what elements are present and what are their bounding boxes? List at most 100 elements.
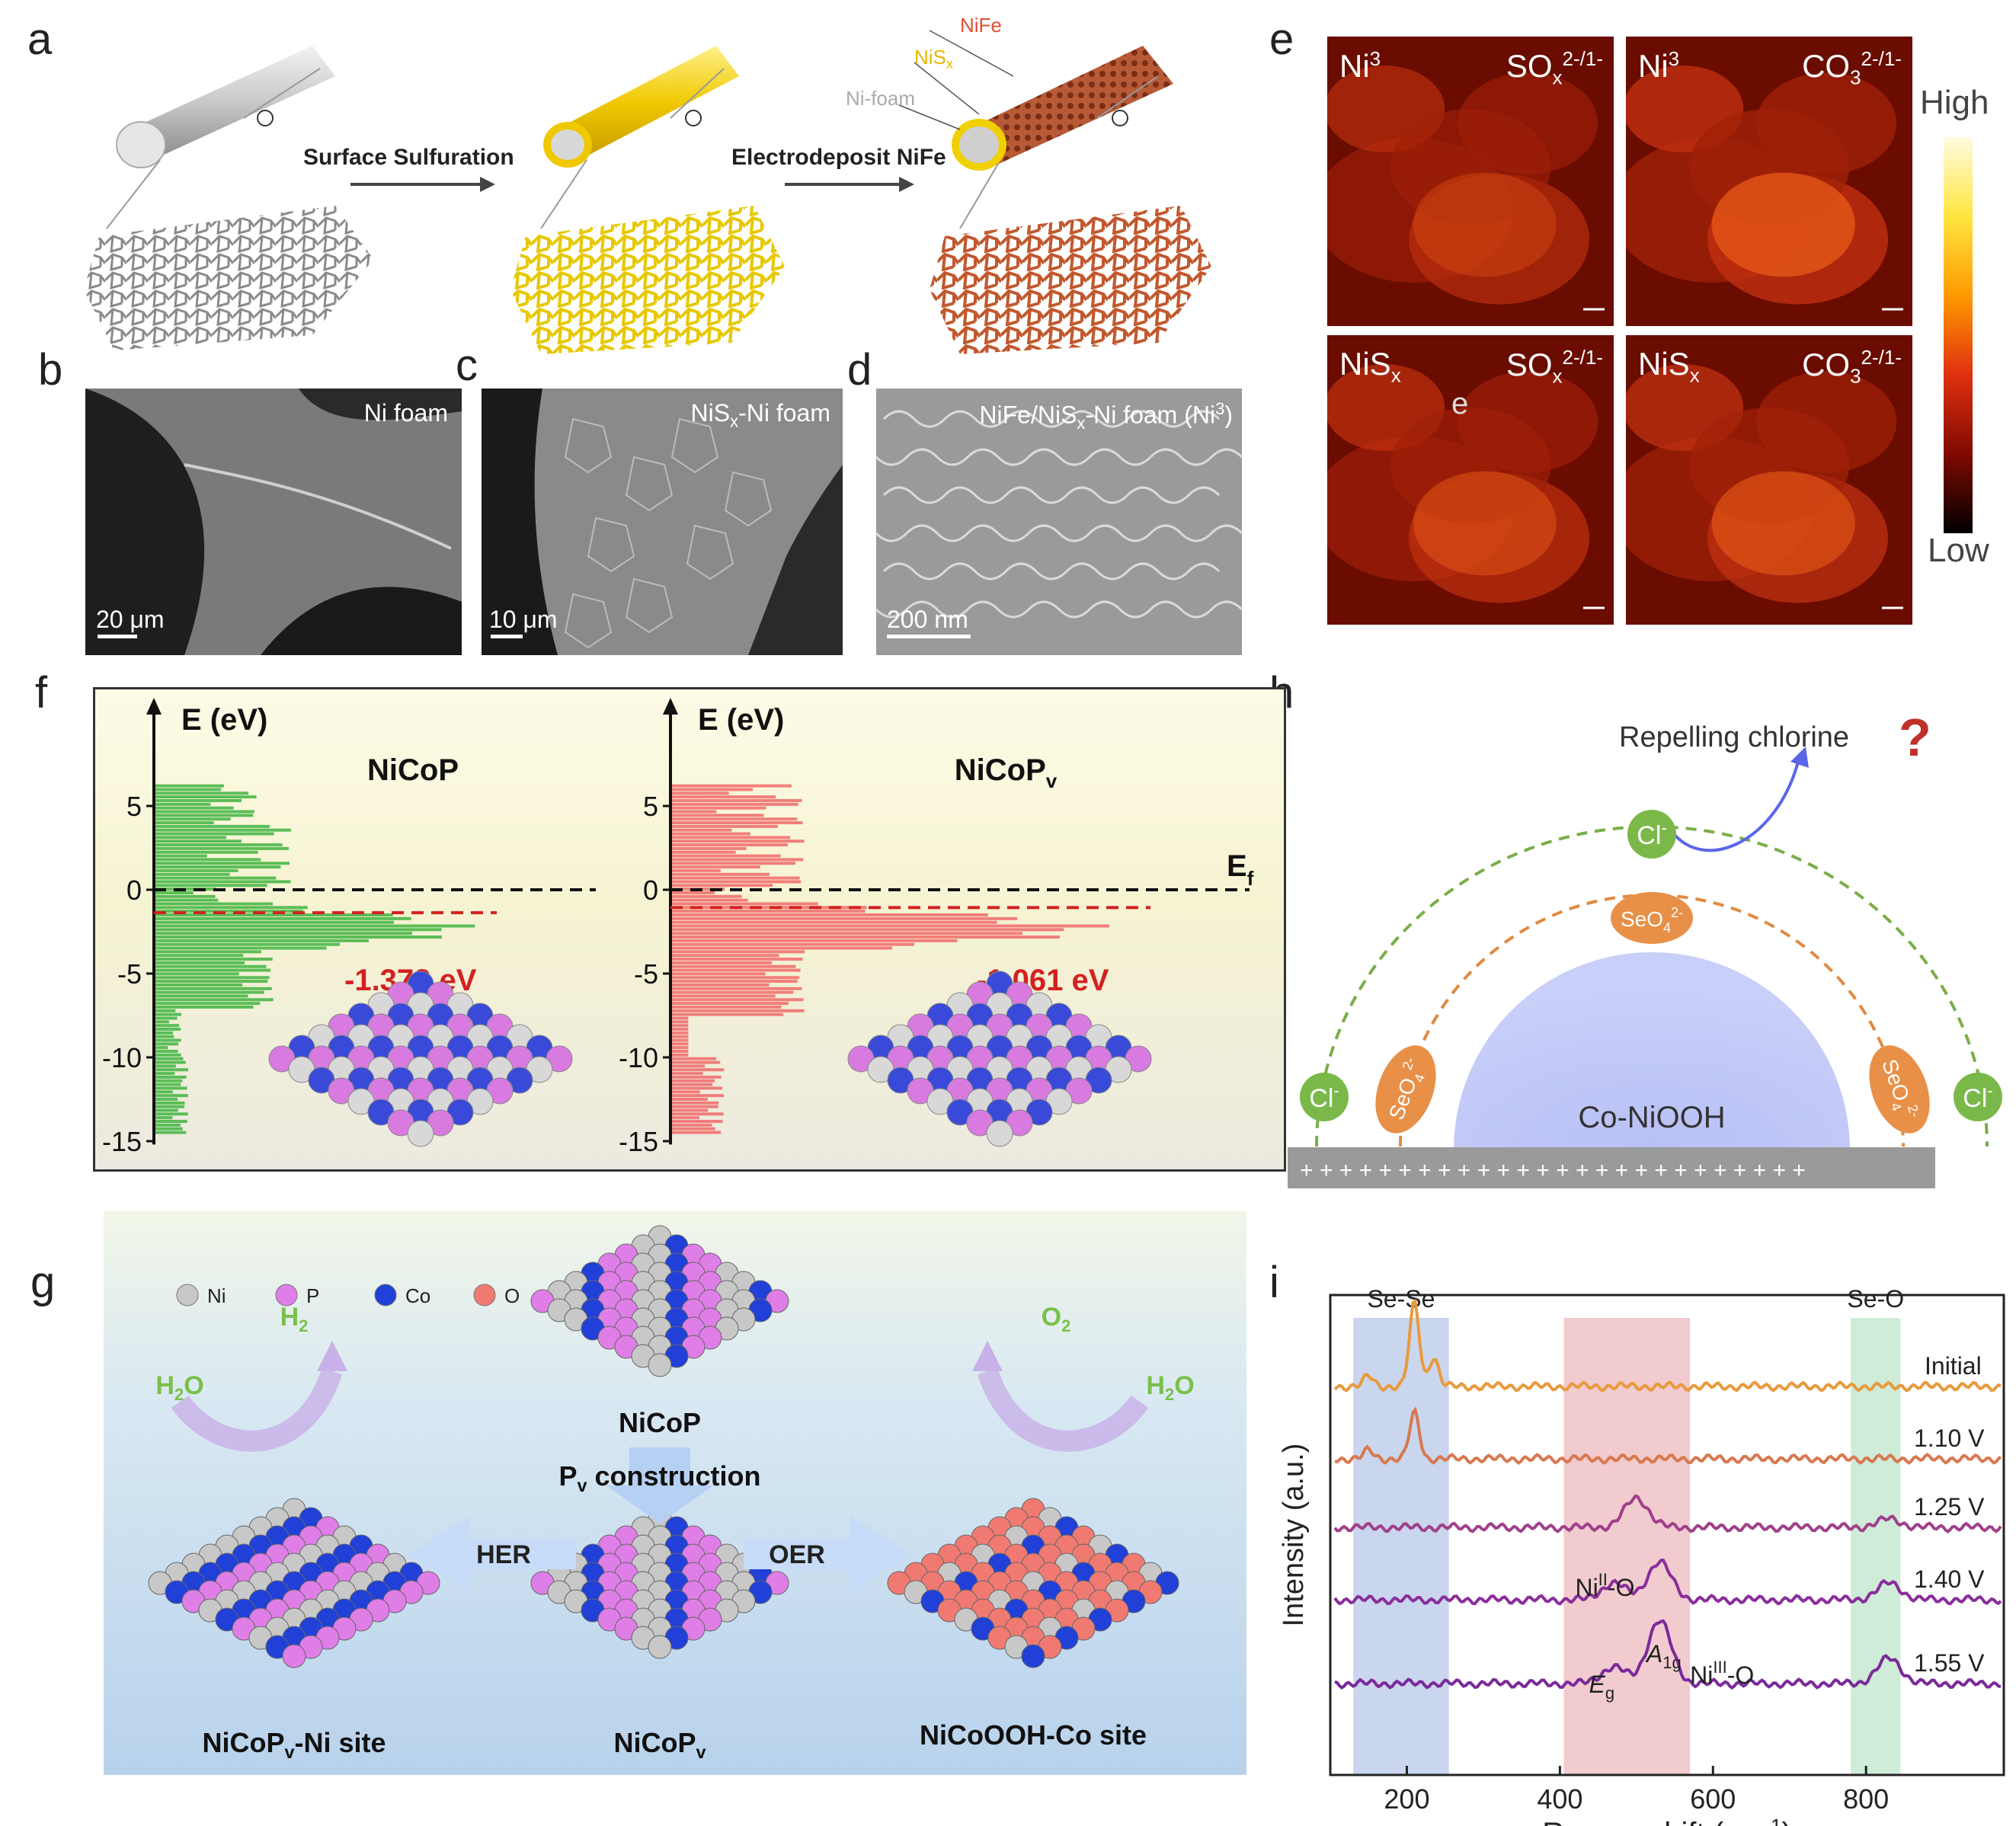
map-species-label: SOx2-/1- [1506, 47, 1603, 89]
her-curve-arrow [171, 1367, 343, 1452]
x-tick-label: 400 [1537, 1783, 1582, 1815]
dos-bar [670, 1020, 689, 1024]
y-axis-label: E (eV) [181, 703, 267, 737]
dos-bar [670, 865, 760, 869]
dos-bar [670, 854, 781, 858]
label-h2: H2 [280, 1303, 309, 1335]
map-species-label: CO32-/1- [1802, 346, 1902, 388]
dos-bar [670, 1016, 689, 1020]
dos-bar [154, 1101, 185, 1105]
dos-bar [154, 913, 393, 916]
repel-arrow [1667, 761, 1800, 852]
dos-bar [154, 1120, 187, 1124]
dos-bar [670, 898, 748, 902]
sem-d-label: NiFe/NiSx-Ni foam (Ni3) [979, 399, 1233, 433]
dos-bar [154, 1123, 181, 1127]
dos-bar [154, 784, 224, 788]
dos-bar [154, 788, 222, 791]
series-label: 1.55 V [1914, 1649, 1985, 1677]
y-tick-label: 5 [126, 791, 142, 822]
crystal-nicopv-ni [148, 1498, 440, 1668]
dos-bar [154, 1082, 181, 1086]
dos-bar [670, 858, 804, 862]
dos-bar [670, 832, 750, 836]
label-nicopv-ni-site: NiCoPv-Ni site [202, 1727, 386, 1762]
y-tick-label: 0 [126, 875, 142, 906]
dos-bar [154, 1127, 183, 1130]
dos-bar [670, 868, 721, 872]
oer-curve-arrow [977, 1367, 1149, 1452]
dos-bar [670, 1028, 689, 1031]
dos-bar [670, 1075, 722, 1079]
legend-label: Ni [207, 1284, 226, 1307]
dos-bar [154, 924, 475, 928]
dos-bar [670, 1127, 715, 1130]
dos-bar [670, 884, 773, 887]
dos-bar [154, 998, 274, 1002]
dos-bar [154, 850, 258, 854]
nife-mesh [930, 206, 1211, 354]
legend-label: P [306, 1284, 319, 1307]
cl-ion-top: Cl- [1627, 810, 1676, 859]
sem-d-scale: 200 nm [887, 606, 968, 633]
dos-bar [154, 961, 245, 964]
seo4-ion-right: SeO42- [1869, 1045, 1930, 1134]
raman-series-line [1333, 1559, 2002, 1606]
dos-bar [154, 1031, 173, 1035]
dos-bar [154, 1086, 187, 1090]
dos-bar [154, 868, 238, 872]
legend-swatch [374, 1284, 397, 1306]
highlight-band [1851, 1318, 1901, 1775]
dos-bar [670, 802, 798, 806]
dos-bar [670, 836, 791, 839]
dos-bar [154, 1006, 254, 1009]
dos-bar [670, 990, 794, 994]
dos-bar [670, 994, 776, 998]
dos-bar [670, 928, 1064, 932]
crystal-structure [268, 971, 573, 1147]
dos-bar [670, 824, 778, 828]
dos-bar [154, 894, 216, 898]
map-element-label: NiSx [1339, 346, 1401, 387]
dos-bar [154, 876, 277, 880]
dos-bar [154, 836, 227, 839]
sem-image-b: Ni foam 20 μm [85, 389, 462, 655]
cl-ion-right: Cl- [1954, 1073, 2002, 1121]
dos-bar [670, 968, 801, 972]
dos-bar [670, 1108, 709, 1112]
panel-h-schematic: Repelling chlorine ? Co-NiOOH + + + + + … [1288, 708, 2002, 1188]
dos-bar [154, 891, 194, 894]
dos-bar [670, 964, 796, 968]
dos-bars-2 [670, 784, 1109, 1134]
dos-bar [154, 946, 327, 950]
series-label: 1.40 V [1914, 1565, 1985, 1593]
dos-bar [154, 872, 230, 876]
dos-bars-1 [154, 784, 475, 1134]
inner-arc [1399, 894, 1905, 1147]
dos-bar [154, 976, 270, 980]
panel-label-b: b [38, 345, 63, 395]
map-element-label: Ni3 [1638, 47, 1680, 84]
sem-b-scale: 20 μm [96, 606, 165, 633]
dos-bar [154, 810, 254, 814]
dos-title: NiCoPv [955, 753, 1058, 792]
step-electrodeposit: Electrodeposit NiFe [731, 145, 946, 170]
dos-bar [154, 1108, 178, 1112]
label-nicopv: NiCoPv [613, 1727, 706, 1762]
map-element-label: NiSx [1638, 346, 1700, 387]
dos-bar [670, 1042, 689, 1046]
cl-ion-left: Cl- [1300, 1073, 1349, 1121]
dos-bar [670, 817, 798, 821]
dos-bar [154, 942, 340, 946]
dos-bar [670, 902, 818, 906]
dos-bar [670, 983, 770, 987]
dos-bar [670, 1038, 689, 1042]
raman-series-line [1334, 1619, 2002, 1690]
dos-bar [670, 1105, 718, 1108]
svg-text:Cl-: Cl- [1637, 818, 1666, 850]
dos-bar [670, 850, 736, 854]
dos-bar [154, 902, 273, 906]
panel-label-c: c [456, 341, 478, 390]
